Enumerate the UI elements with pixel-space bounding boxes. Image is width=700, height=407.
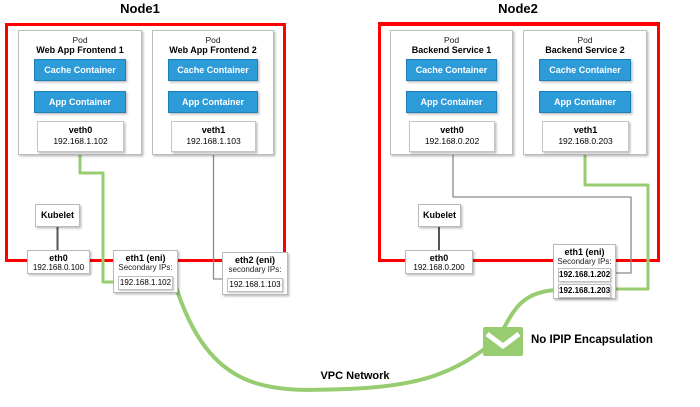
node1-kubelet-box: Kubelet [35,204,80,227]
pod-card-web-app-frontend-2: Pod Web App Frontend 2 Cache Container A… [152,30,274,155]
cache-container-box: Cache Container [539,59,631,81]
veth-box: veth1 192.168.1.103 [171,121,256,152]
eni-sublabel: Secondary IPs: [557,257,612,266]
eni-secondary-ip: 192.168.1.102 [118,276,173,290]
vpc-network-curve [173,282,558,392]
veth-label: veth0 [440,125,464,135]
veth-ip: 192.168.1.103 [186,136,241,146]
node2-eth0-box: eth0 192.168.0.200 [405,250,473,274]
pod-card-web-app-frontend-1: Pod Web App Frontend 1 Cache Container A… [18,30,142,155]
node1-eth2-eni-box: eth2 (eni) secondary IPs: 192.168.1.103 [222,252,288,295]
pod-type-label: Pod [205,35,221,45]
node1-eth0-box: eth0 192.168.0.100 [27,250,90,274]
eni-secondary-ip: 192.168.1.103 [227,278,283,292]
pod-card-backend-service-1: Pod Backend Service 1 Cache Container Ap… [390,30,513,155]
veth-ip: 192.168.0.203 [558,136,613,146]
pod-name: Web App Frontend 1 [36,45,124,55]
node1-title: Node1 [120,1,160,16]
veth-box: veth0 192.168.0.202 [409,121,495,152]
eni-label: eth2 (eni) [234,255,275,265]
cache-container-box: Cache Container [168,59,258,81]
node2-pod2-green-flow [583,109,650,291]
app-container-box: App Container [34,91,126,113]
app-container-box: App Container [539,91,631,113]
eth0-label: eth0 [429,253,449,263]
eni-sublabel: secondary IPs: [228,265,282,274]
pod-name: Backend Service 1 [411,45,492,55]
pod-name: Web App Frontend 2 [169,45,257,55]
eni-secondary-ip: 192.168.1.202 [558,268,611,282]
node2-kubelet-box: Kubelet [418,204,461,227]
node2-title: Node2 [498,1,538,16]
pod-type-label: Pod [72,35,88,45]
pod-type-label: Pod [577,35,593,45]
vpc-network-label: VPC Network [320,370,390,382]
node2-pod1-veth-eni-link [452,111,632,274]
veth-box: veth0 192.168.1.102 [37,121,124,152]
envelope-icon [483,327,523,356]
cache-container-box: Cache Container [406,59,497,81]
pod-type-label: Pod [443,35,460,45]
node1-pod2-veth-eth2-link [212,111,222,280]
eth0-label: eth0 [49,253,68,263]
node1-eth1-eni-box: eth1 (eni) Secondary IPs: 192.168.1.102 [113,250,178,293]
eni-sublabel: Secondary IPs: [118,263,173,272]
eni-label: eth1 (eni) [564,247,605,257]
pod-name: Backend Service 2 [545,45,625,55]
veth-ip: 192.168.0.202 [424,136,480,146]
cache-container-box: Cache Container [34,59,126,81]
app-container-box: App Container [406,91,497,113]
pod-card-backend-service-2: Pod Backend Service 2 Cache Container Ap… [523,30,647,155]
veth-label: veth1 [573,125,598,135]
eni-label: eth1 (eni) [125,253,166,263]
eth0-ip: 192.168.0.100 [32,263,85,272]
veth-ip: 192.168.1.102 [53,136,108,146]
app-container-box: App Container [168,91,258,113]
veth-label: veth1 [201,125,226,135]
node2-eth1-eni-box: eth1 (eni) Secondary IPs: 192.168.1.202 … [553,244,616,299]
node2-boundary [378,22,660,262]
no-ipip-encapsulation-label: No IPIP Encapsulation [531,334,653,346]
eni-secondary-ip: 192.168.1.203 [558,284,611,298]
eth0-ip: 192.168.0.200 [413,263,465,272]
veth-box: veth1 192.168.0.203 [542,121,629,152]
veth-label: veth0 [68,125,93,135]
